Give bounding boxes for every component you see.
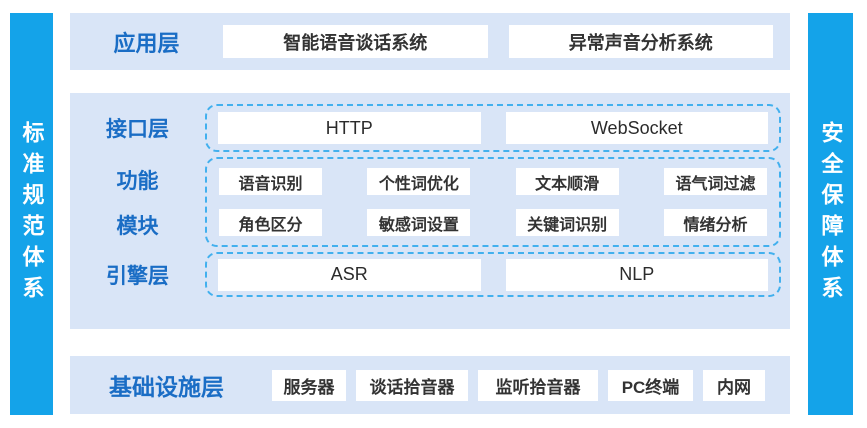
core-layers-panel: 接口层 HTTP WebSocket 功能 模块 语音识别 个性词优化 文本顺滑…: [70, 93, 790, 329]
right-rail-label: 安全保障体系: [818, 121, 844, 307]
function-row-2: 角色区分 敏感词设置 关键词识别 情绪分析: [219, 209, 767, 236]
pill-keyword-recognition: 关键词识别: [515, 209, 619, 236]
pill-nlp: NLP: [505, 258, 768, 291]
pill-text-smoothing: 文本顺滑: [515, 168, 619, 195]
pill-abnormal-sound-analysis-system: 异常声音分析系统: [508, 25, 773, 58]
left-rail-label: 标准规范体系: [19, 121, 45, 307]
application-layer-items: 智能语音谈话系统 异常声音分析系统: [223, 25, 773, 58]
infrastructure-layer-panel: 基础设施层 服务器 谈话拾音器 监听拾音器 PC终端 内网: [70, 356, 790, 414]
pill-role-separation: 角色区分: [219, 209, 322, 236]
application-layer-label: 应用层: [113, 30, 180, 56]
engine-layer-label: 引擎层: [106, 264, 169, 288]
pill-sensitive-word-settings: 敏感词设置: [367, 209, 471, 236]
interface-layer-group: HTTP WebSocket: [205, 104, 781, 152]
application-layer-panel: 应用层 智能语音谈话系统 异常声音分析系统: [70, 13, 790, 70]
right-rail-security-system: 安全保障体系: [808, 13, 853, 415]
pill-conversation-microphone: 谈话拾音器: [356, 369, 468, 401]
pill-server: 服务器: [272, 369, 346, 401]
function-row-1: 语音识别 个性词优化 文本顺滑 语气词过滤: [219, 168, 767, 195]
pill-http: HTTP: [218, 112, 481, 144]
left-rail-standard-system: 标准规范体系: [10, 13, 53, 415]
pill-intranet: 内网: [703, 369, 765, 401]
pill-speech-recognition: 语音识别: [219, 168, 322, 195]
pill-filler-word-filtering: 语气词过滤: [663, 168, 767, 195]
pill-pc-terminal: PC终端: [608, 369, 693, 401]
function-module-label-line2: 模块: [116, 214, 159, 238]
pill-smart-voice-talk-system: 智能语音谈话系统: [223, 25, 488, 58]
interface-layer-label: 接口层: [106, 118, 169, 141]
infrastructure-layer-label: 基础设施层: [109, 374, 224, 400]
infrastructure-items: 服务器 谈话拾音器 监听拾音器 PC终端 内网: [272, 369, 765, 401]
function-module-group: 语音识别 个性词优化 文本顺滑 语气词过滤 角色区分 敏感词设置 关键词识别 情…: [205, 157, 781, 247]
engine-layer-group: ASR NLP: [205, 252, 781, 297]
pill-emotion-analysis: 情绪分析: [663, 209, 767, 236]
function-module-label-line1: 功能: [116, 169, 159, 193]
pill-websocket: WebSocket: [505, 112, 768, 144]
pill-monitoring-microphone: 监听拾音器: [478, 369, 598, 401]
pill-personalized-word-optimization: 个性词优化: [367, 168, 471, 195]
pill-asr: ASR: [218, 258, 481, 291]
